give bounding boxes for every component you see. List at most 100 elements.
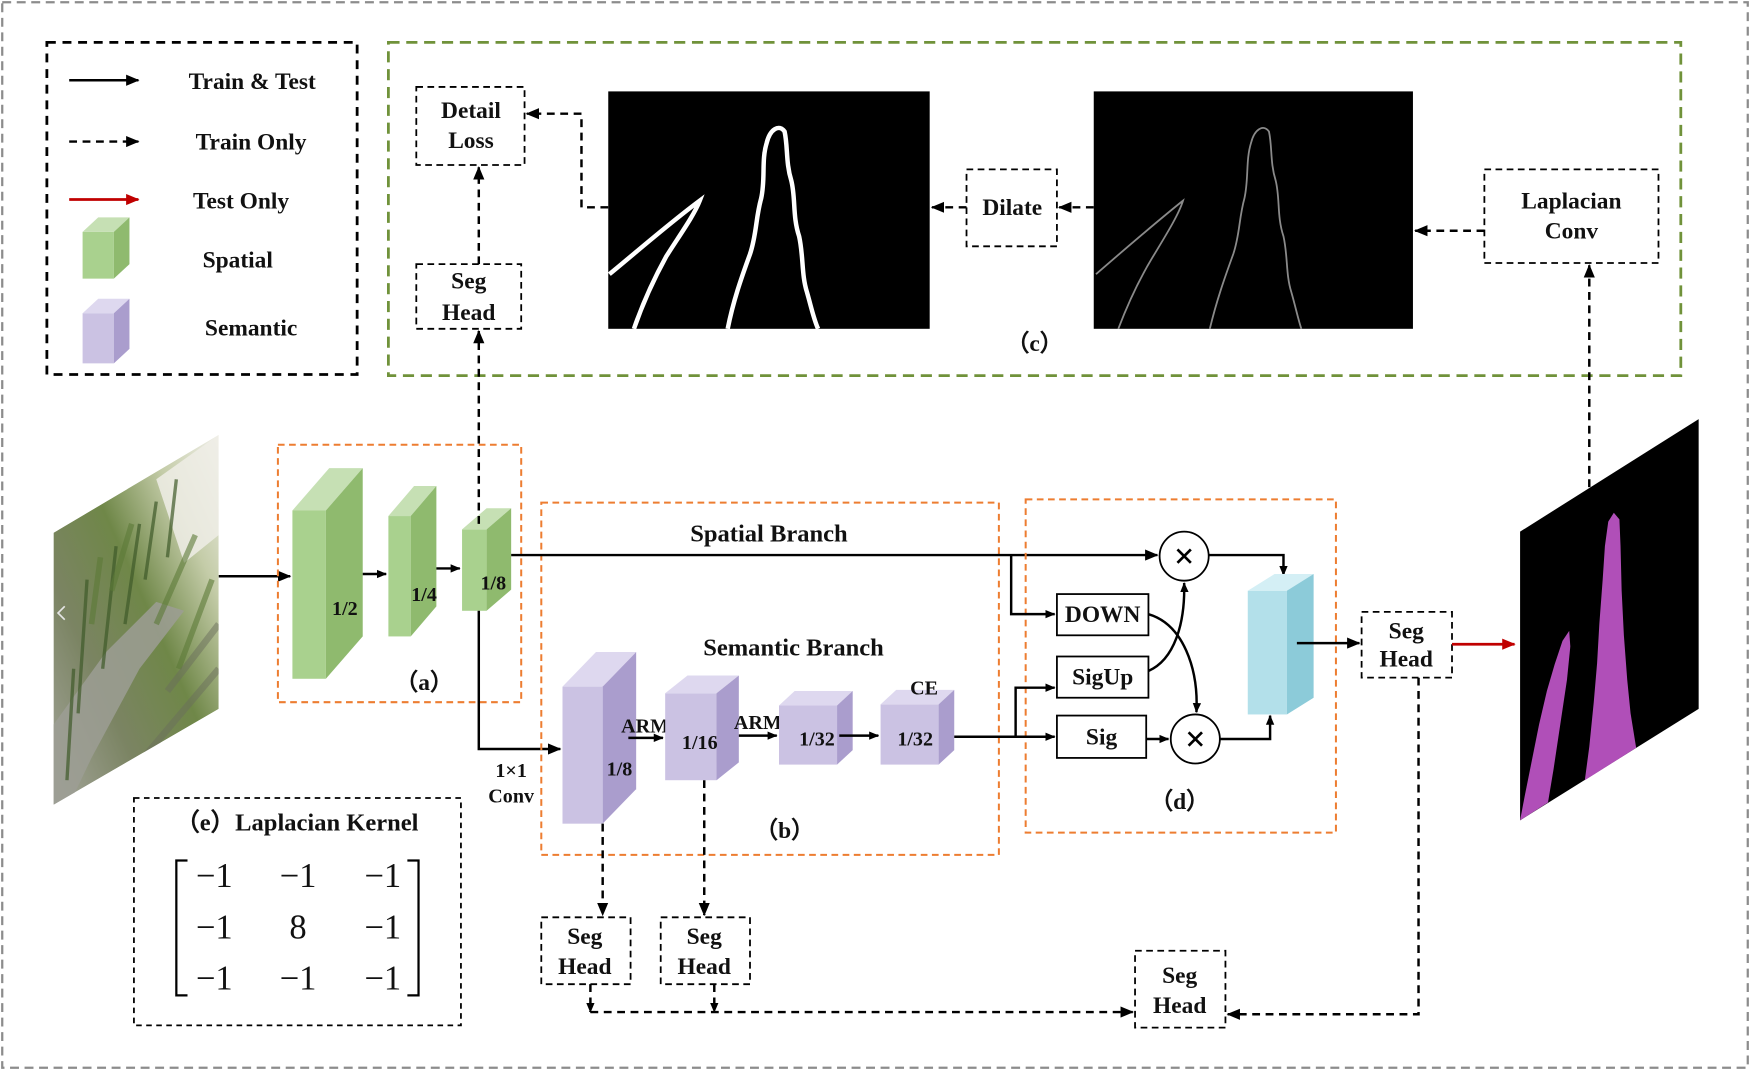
legend-spatial-cube-icon	[82, 217, 130, 279]
aux-seg-head-2: Seg Head	[659, 916, 751, 986]
multiply-circle-icon	[1169, 713, 1221, 765]
loss-seg-head: Seg Head	[1134, 949, 1227, 1029]
semantic-block-1-16-label: 1/16	[682, 732, 718, 754]
matrix-cell: −1	[196, 908, 233, 946]
panel-d-label: （d）	[1150, 788, 1210, 815]
legend-semantic-label: Semantic	[205, 316, 297, 342]
legend-test-only-label: Test Only	[193, 188, 289, 214]
aux-seg-head-1-label-line1: Seg	[567, 924, 602, 950]
detail-seg-head-label-line2: Head	[442, 300, 495, 326]
ce-label: CE	[910, 677, 938, 699]
output-seg-head: Seg Head	[1360, 611, 1453, 679]
spatial-to-down-arrow	[1009, 555, 1056, 619]
laplacian-edge-map-image	[1093, 91, 1413, 330]
output-seg-head-label-line2: Head	[1380, 647, 1433, 673]
down-label: DOWN	[1065, 602, 1141, 628]
panel-d-border	[1024, 498, 1337, 834]
output-seg-head-label-line1: Seg	[1389, 619, 1424, 645]
conv-1x1-label-line1: 1×1	[495, 760, 527, 782]
semantic-block-1-8-label: 1/8	[607, 759, 633, 781]
output-mask-image	[1520, 419, 1699, 821]
semantic-block-1-32	[779, 691, 853, 765]
spatial-block-1-8-label: 1/8	[480, 573, 506, 595]
spatial-block-1-2-label: 1/2	[332, 598, 358, 620]
spatial-block-1-4-label: 1/4	[411, 584, 437, 606]
arm-label-2: ARM	[734, 712, 782, 734]
down-box	[1056, 593, 1150, 637]
semantic-branch-title: Semantic Branch	[703, 634, 884, 661]
panel-b: Spatial Branch Semantic Branch 1/8 ARM 1…	[511, 501, 1159, 856]
panel-e: （e）Laplacian Kernel −1 −1 −1 −1 8 −1 −1 …	[133, 797, 462, 1027]
panel-c-label: （c）	[1006, 330, 1063, 357]
panel-a-label: （a）	[395, 669, 454, 696]
matrix-cell: −1	[196, 857, 233, 895]
detail-seg-head-box	[415, 263, 523, 330]
aux-seg-head-2-label-line1: Seg	[687, 924, 722, 950]
panel-b-border	[540, 501, 1000, 856]
sig-label: Sig	[1086, 725, 1118, 751]
panel-d: DOWN SigUp Sig （d）	[954, 498, 1337, 834]
multiply-circle-icon	[1158, 530, 1210, 582]
matrix-cell: −1	[280, 960, 317, 998]
detail-loss-box	[415, 86, 526, 166]
laplacian-conv-label-line1: Laplacian	[1521, 188, 1621, 214]
aux-seg-head-1: Seg Head	[540, 916, 632, 986]
matrix-cell: −1	[280, 857, 317, 895]
spatial-block-1-4	[388, 485, 437, 637]
laplacian-conv-box	[1483, 168, 1660, 264]
legend: Train & Test Train Only Test Only Spatia…	[45, 40, 359, 376]
semantic-block-1-16	[665, 675, 739, 781]
aux-seg-head-1-label-line2: Head	[558, 954, 611, 980]
matrix-cell: −1	[364, 960, 401, 998]
detail-seg-head-label-line1: Seg	[451, 269, 486, 295]
top-multiply-to-fusion-arrow	[1208, 553, 1288, 576]
down-to-multiply-arrow	[1148, 612, 1202, 714]
semantic-block-1-32-ce	[880, 689, 955, 765]
matrix-cell: 8	[289, 908, 306, 946]
legend-semantic-cube-icon	[82, 298, 130, 364]
panel-c-border	[386, 40, 1683, 378]
laplacian-conv-label-line2: Conv	[1545, 219, 1599, 245]
matrix-right-bracket	[407, 859, 420, 997]
loss-seg-head-label-line1: Seg	[1162, 963, 1197, 989]
ce-to-sigup-arrow	[1014, 683, 1056, 737]
input-image	[53, 434, 219, 805]
edge-map-to-detail-loss-arrow	[525, 108, 609, 209]
legend-box	[45, 40, 359, 376]
spatial-block-1-2	[292, 468, 363, 679]
dilated-edge-map-image	[607, 91, 930, 330]
sig-box	[1056, 714, 1148, 759]
panel-e-border	[133, 797, 462, 1027]
spatial-block-1-8	[462, 508, 512, 611]
sigup-to-multiply-arrow	[1147, 582, 1189, 673]
matrix-cell: −1	[196, 960, 233, 998]
semantic-block-1-32-ce-label: 1/32	[897, 729, 933, 751]
panel-a: 1/2 1/4 1/8 （a）	[276, 443, 523, 704]
panel-b-label: （b）	[755, 817, 815, 844]
detail-loss-label-line2: Loss	[448, 128, 494, 154]
panel-a-border	[276, 443, 523, 704]
matrix-cell: −1	[364, 908, 401, 946]
spatial-branch-title: Spatial Branch	[690, 521, 848, 548]
legend-spatial-label: Spatial	[203, 248, 274, 274]
fusion-block	[1247, 574, 1314, 715]
aux-seg-head-2-label-line2: Head	[678, 954, 731, 980]
bottom-multiply-to-fusion-arrow	[1219, 714, 1275, 741]
arm-label-1: ARM	[621, 715, 669, 737]
matrix-left-bracket	[175, 859, 188, 997]
detail-loss-label-line1: Detail	[441, 98, 501, 124]
panel-c: Detail Loss Seg Head Dilate Laplacian Co…	[386, 40, 1683, 378]
sigup-label: SigUp	[1072, 664, 1133, 690]
panel-e-title: （e）Laplacian Kernel	[175, 808, 418, 836]
dilate-label: Dilate	[982, 195, 1042, 221]
chevron-left-icon	[56, 605, 66, 621]
stem-to-semantic-branch-arrow	[477, 610, 562, 755]
legend-train-test-label: Train & Test	[189, 69, 316, 95]
sigup-box	[1056, 655, 1150, 699]
legend-train-only-label: Train Only	[196, 129, 307, 155]
conv-1x1-label-line2: Conv	[488, 786, 535, 808]
matrix-cell: −1	[364, 857, 401, 895]
loss-seg-head-label-line2: Head	[1153, 993, 1206, 1019]
